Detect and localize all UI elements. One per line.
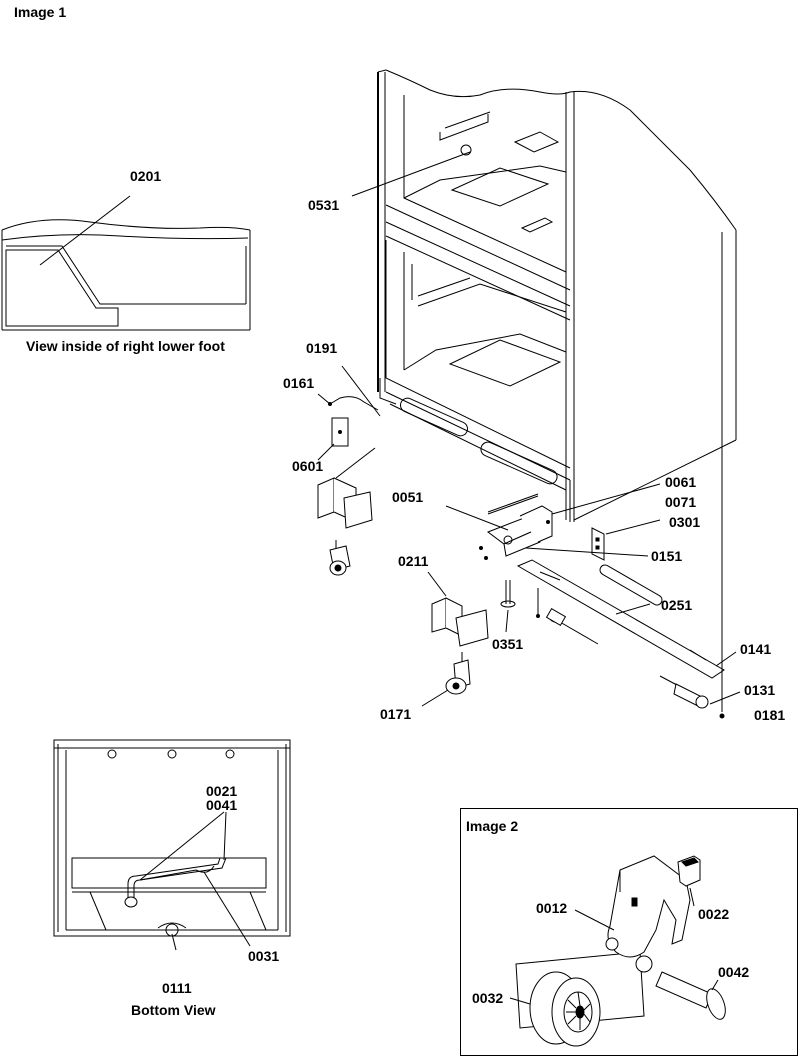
callout-0191: 0191	[306, 340, 338, 356]
callout-0211: 0211	[398, 553, 429, 569]
foot-inset-drawing	[1, 195, 251, 331]
callout-0171: 0171	[380, 706, 412, 722]
callout-0061: 0061	[665, 474, 697, 490]
callout-leader-lines	[317, 151, 741, 707]
image2-frame	[460, 808, 798, 1056]
callout-0201: 0201	[130, 168, 162, 184]
right-foot-drawing	[431, 232, 725, 719]
callout-0531: 0531	[308, 197, 340, 213]
callout-0251: 0251	[661, 597, 693, 613]
callout-0031: 0031	[248, 948, 280, 964]
callout-0022: 0022	[698, 906, 730, 922]
callout-0041: 0041	[206, 797, 238, 813]
callout-0161: 0161	[283, 375, 315, 391]
callout-0032: 0032	[472, 990, 504, 1006]
image2-drawing	[509, 855, 726, 1047]
left-foot-drawing	[317, 396, 379, 576]
callout-0071: 0071	[665, 494, 697, 510]
callout-0021: 0021	[206, 783, 238, 799]
image1-title: Image 1	[14, 4, 67, 20]
callout-0181: 0181	[754, 707, 786, 723]
callout-0012: 0012	[536, 900, 568, 916]
cabinet-drawing	[377, 69, 737, 522]
image2-title: Image 2	[466, 818, 519, 834]
callout-0351: 0351	[492, 636, 524, 652]
caption-foot-inset: View inside of right lower foot	[26, 338, 225, 354]
callout-0151: 0151	[651, 548, 683, 564]
callout-0111: 0111	[162, 980, 192, 996]
callout-0301: 0301	[669, 514, 701, 530]
bottom-view-drawing	[53, 739, 291, 951]
caption-bottom-view: Bottom View	[131, 1002, 216, 1018]
callout-0131: 0131	[744, 682, 776, 698]
callout-0601: 0601	[292, 458, 324, 474]
callout-0042: 0042	[718, 964, 750, 980]
callout-0141: 0141	[740, 641, 772, 657]
callout-0051: 0051	[392, 489, 424, 505]
